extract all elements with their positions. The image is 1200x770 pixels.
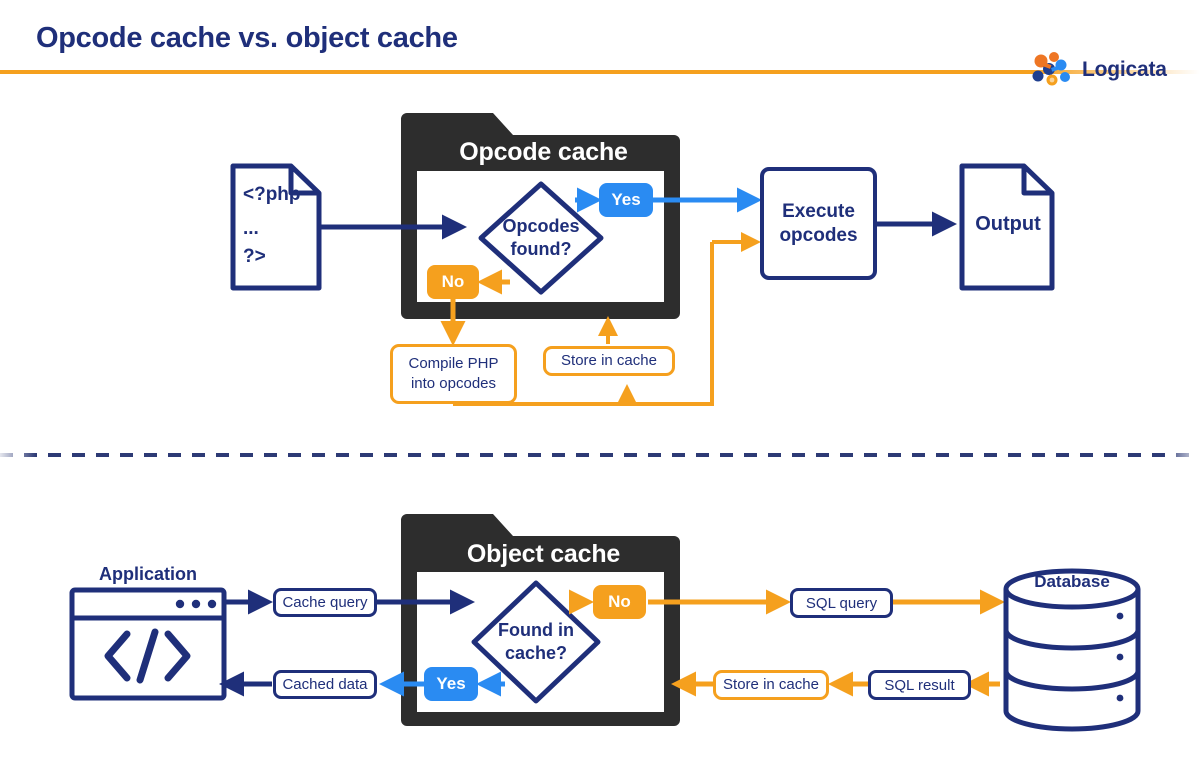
php-file-close-tag: ?>: [243, 246, 266, 267]
opcodes-found-decision-label: Opcodes found?: [502, 215, 580, 259]
opcode-store-in-cache-box: Store in cache: [543, 346, 675, 376]
logicata-molecule-logo-icon: [1032, 52, 1070, 86]
brand-logo: Logicata: [1032, 52, 1167, 88]
compile-php-box: Compile PHP into opcodes: [390, 344, 517, 404]
opcode-no-badge: No: [427, 265, 479, 299]
php-file-text: <?php: [243, 184, 301, 205]
found-in-cache-decision-label: Found in cache?: [498, 619, 574, 663]
object-panel-title: Object cache: [466, 540, 621, 568]
object-store-in-cache-box: Store in cache: [713, 670, 829, 700]
object-no-badge: No: [593, 585, 646, 619]
sql-query-box: SQL query: [790, 588, 893, 618]
opcode-panel-title: Opcode cache: [459, 138, 628, 166]
title-underline-rule: [0, 70, 1200, 74]
cached-data-box: Cached data: [273, 670, 377, 699]
application-caption: Application: [99, 564, 197, 584]
database-label: Database: [1034, 572, 1110, 591]
page-title: Opcode cache vs. object cache: [36, 22, 458, 54]
opcode-yes-badge: Yes: [599, 183, 653, 217]
output-label: Output: [975, 212, 1041, 235]
cache-query-box: Cache query: [273, 588, 377, 617]
php-file-ellipsis: ...: [243, 218, 259, 239]
brand-name: Logicata: [1082, 58, 1167, 81]
sql-result-box: SQL result: [868, 670, 971, 700]
section-divider: [0, 453, 1200, 457]
execute-opcodes-box: Execute opcodes: [760, 167, 877, 280]
object-yes-badge: Yes: [424, 667, 478, 701]
